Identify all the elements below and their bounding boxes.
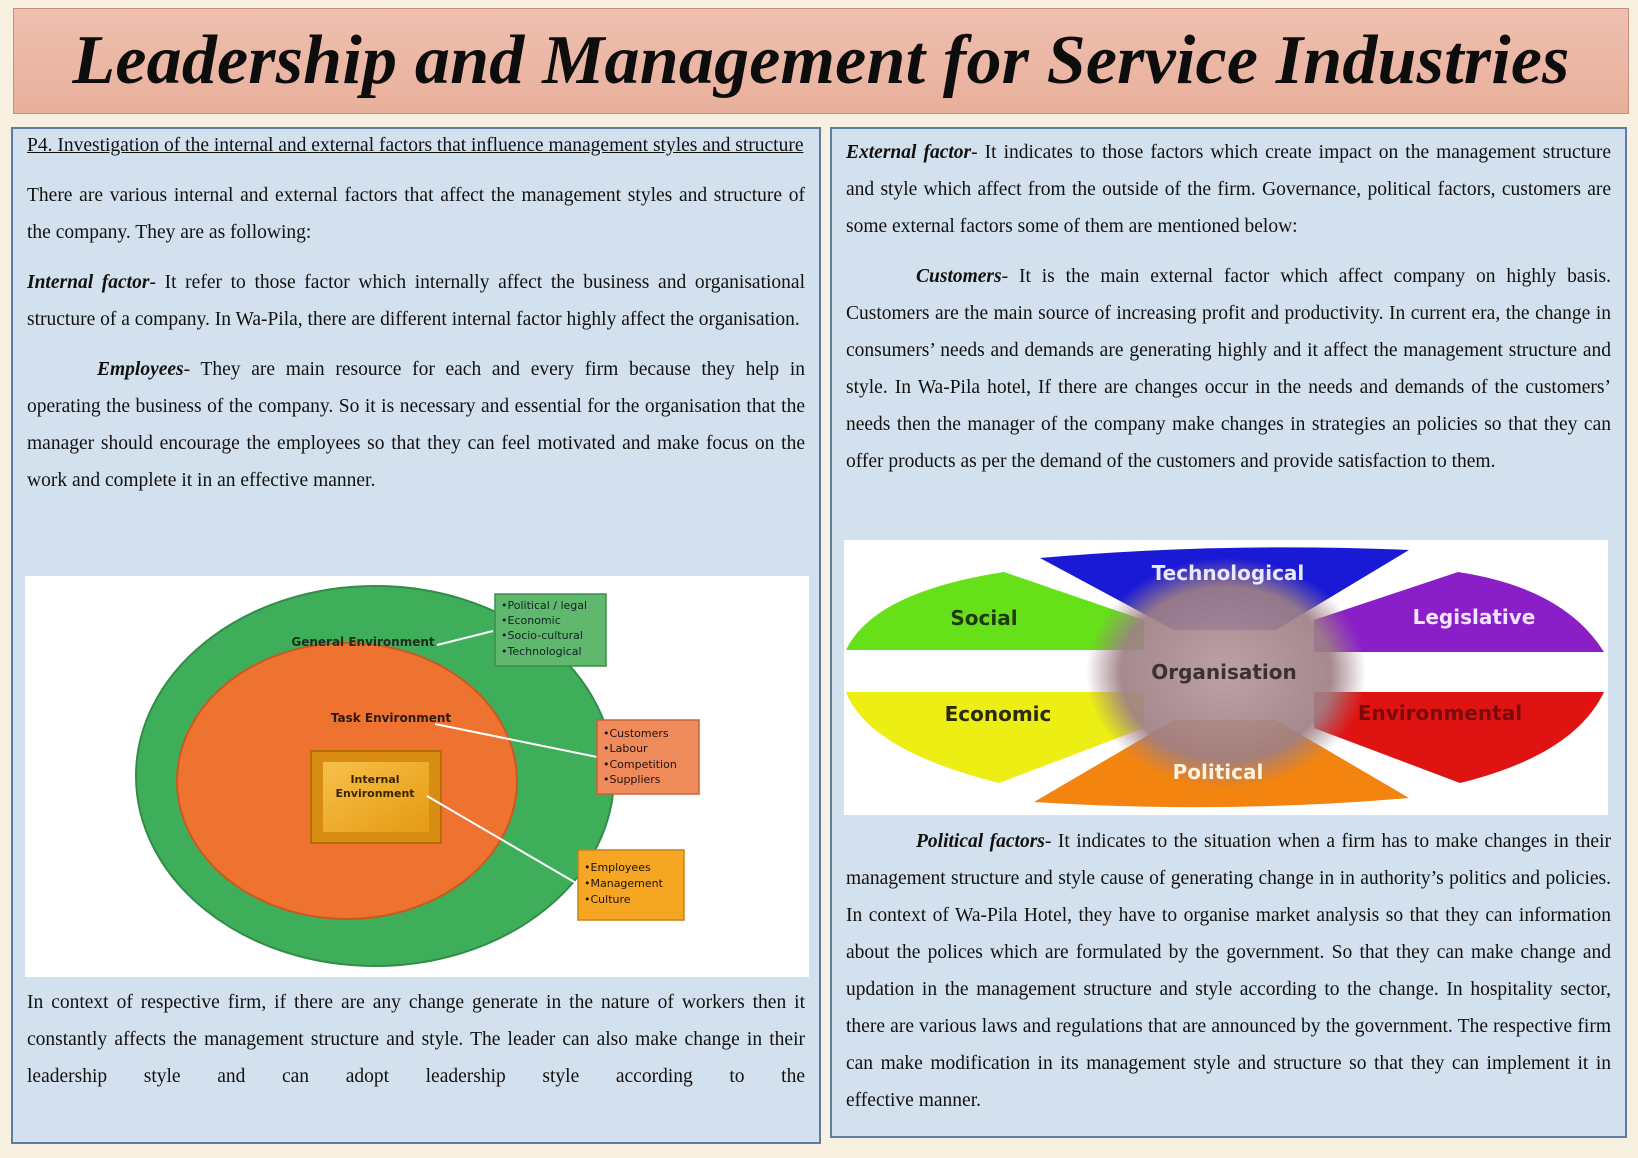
political-text: - It indicates to the situation when a f… (846, 831, 1611, 1111)
technological-label: Technological (1152, 561, 1305, 585)
general-item: •Socio-cultural (501, 629, 583, 642)
political-label: Political (1173, 760, 1264, 784)
internal-environment-label-2: Environment (335, 787, 414, 800)
employees-paragraph: Employees- They are main resource for ea… (27, 351, 805, 499)
context-paragraph: In context of respective firm, if there … (27, 992, 805, 1087)
employees-term: Employees (97, 359, 184, 380)
employees-text: - They are main resource for each and ev… (27, 359, 805, 491)
external-factor-text: - It indicates to those factors which cr… (846, 142, 1611, 237)
internal-factor-paragraph: Internal factor- It refer to those facto… (27, 264, 805, 338)
environmental-segment (1314, 692, 1604, 783)
political-term: Political factors (916, 831, 1045, 852)
internal-items-list: •Employees •Management •Culture (584, 861, 664, 906)
organisation-label: Organisation (1151, 660, 1297, 684)
organisation-circle (1086, 558, 1366, 788)
general-items-list: •Political / legal •Economic •Socio-cult… (501, 599, 587, 658)
environmental-label: Environmental (1358, 701, 1522, 725)
right-panel: External factor- It indicates to those f… (830, 127, 1627, 1138)
internal-factor-text: - It refer to those factor which interna… (27, 272, 805, 330)
pest-diagram: Technological Social Legislative Organis… (844, 540, 1608, 815)
left-panel: P4. Investigation of the internal and ex… (11, 127, 821, 1144)
legislative-segment (1314, 572, 1604, 652)
task-item: •Labour (603, 742, 648, 755)
internal-items-box (577, 849, 685, 921)
title-banner: Leadership and Management for Service In… (13, 8, 1629, 114)
general-item: •Economic (501, 614, 561, 627)
task-items-list: •Customers •Labour •Competition •Supplie… (603, 727, 677, 786)
task-item: •Competition (603, 758, 677, 771)
right-bottom-content: Political factors- It indicates to the s… (846, 823, 1611, 1119)
left-content: P4. Investigation of the internal and ex… (27, 129, 805, 499)
legislative-label: Legislative (1413, 605, 1536, 629)
environment-diagram: General Environment Task Environment Int… (25, 576, 809, 977)
internal-factor-term: Internal factor (27, 272, 150, 293)
customers-term: Customers (916, 266, 1002, 287)
social-segment (846, 572, 1144, 650)
external-factor-term: External factor (846, 142, 972, 163)
political-paragraph: Political factors- It indicates to the s… (846, 823, 1611, 1119)
section-heading: P4. Investigation of the internal and ex… (27, 135, 804, 156)
external-factor-paragraph: External factor- It indicates to those f… (846, 134, 1611, 245)
task-item: •Suppliers (603, 773, 661, 786)
internal-item: •Culture (584, 893, 631, 906)
economic-label: Economic (945, 702, 1052, 726)
social-label: Social (950, 606, 1017, 630)
task-environment-label: Task Environment (331, 711, 452, 725)
right-content: External factor- It indicates to those f… (846, 134, 1611, 480)
intro-paragraph: There are various internal and external … (27, 185, 805, 243)
internal-item: •Employees (584, 861, 651, 874)
general-items-box (494, 593, 607, 667)
economic-segment (846, 692, 1144, 783)
general-item: •Technological (501, 645, 582, 658)
page-title: Leadership and Management for Service In… (72, 22, 1570, 99)
left-bottom-content: In context of respective firm, if there … (27, 984, 805, 1095)
general-environment-label: General Environment (291, 635, 435, 649)
task-items-box (596, 719, 700, 795)
general-item: •Political / legal (501, 599, 587, 612)
customers-text: - It is the main external factor which a… (846, 266, 1611, 472)
customers-paragraph: Customers- It is the main external facto… (846, 258, 1611, 480)
task-item: •Customers (603, 727, 669, 740)
internal-item: •Management (584, 877, 664, 890)
internal-environment-label-1: Internal (350, 773, 399, 786)
